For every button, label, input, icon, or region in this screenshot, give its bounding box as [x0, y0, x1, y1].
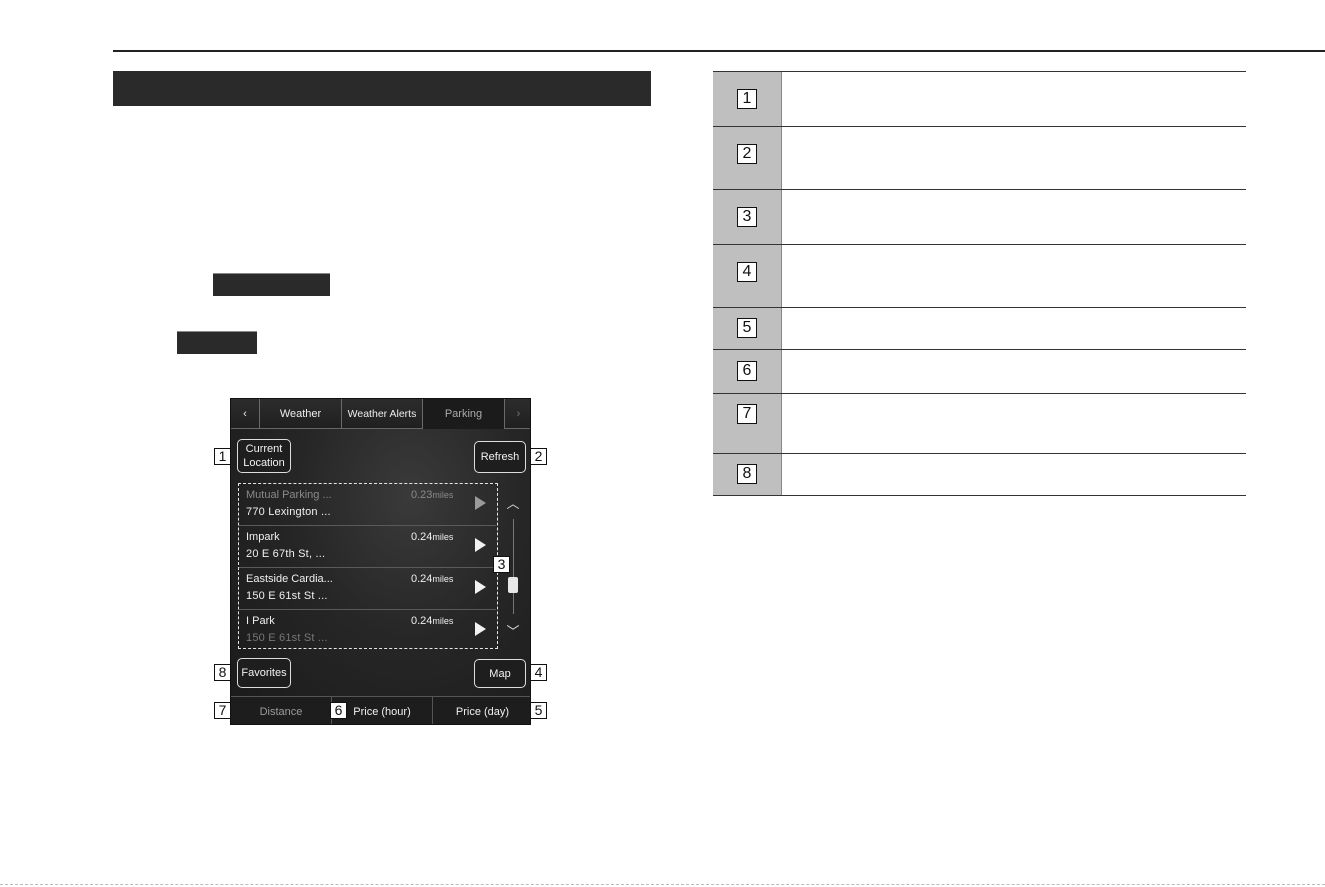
sort-tab-bar: Distance Price (hour) Price (day) — [231, 696, 530, 724]
play-arrow-icon[interactable] — [475, 538, 486, 552]
chevron-down-icon[interactable]: ﹀ — [506, 623, 520, 639]
ref-description — [781, 245, 1246, 307]
parking-name: Mutual Parking ... — [246, 489, 332, 501]
tab-weather-alerts[interactable]: Weather Alerts — [342, 399, 423, 429]
parking-address: 20 E 67th St, ... — [246, 548, 326, 560]
callout-5: 5 — [530, 702, 547, 719]
tab-bar: ‹ Weather Weather Alerts Parking › — [231, 399, 530, 429]
ref-description — [781, 350, 1246, 393]
table-row: 4 — [713, 245, 1246, 308]
ref-description — [781, 394, 1246, 453]
parking-list[interactable]: Mutual Parking ... 0.23miles 770 Lexingt… — [238, 483, 498, 649]
tab-weather[interactable]: Weather — [260, 399, 342, 429]
scrollbar-track[interactable] — [513, 519, 514, 614]
parking-name: Eastside Cardia... — [246, 573, 333, 585]
play-arrow-icon[interactable] — [475, 622, 486, 636]
ref-number: 7 — [737, 404, 757, 424]
callout-2: 2 — [530, 448, 547, 465]
ref-description — [781, 190, 1246, 244]
list-item[interactable]: Mutual Parking ... 0.23miles 770 Lexingt… — [239, 484, 496, 526]
top-rule — [113, 50, 1325, 52]
parking-name: Impark — [246, 531, 280, 543]
parking-address: 150 E 61st St ... — [246, 632, 328, 644]
next-arrow-icon[interactable]: › — [516, 408, 521, 420]
parking-distance: 0.23miles — [411, 489, 454, 501]
sort-distance-tab[interactable]: Distance — [231, 697, 332, 724]
redacted-label-1 — [213, 273, 330, 296]
refresh-button[interactable]: Refresh — [474, 441, 526, 473]
parking-screen: ‹ Weather Weather Alerts Parking › Curre… — [230, 398, 531, 725]
page-bottom-rule — [0, 884, 1325, 885]
table-row: 3 — [713, 190, 1246, 245]
ref-number: 6 — [737, 361, 757, 381]
ref-number: 3 — [737, 207, 757, 227]
parking-address: 150 E 61st St ... — [246, 590, 328, 602]
parking-name: I Park — [246, 615, 275, 627]
ref-description — [781, 454, 1246, 495]
sort-price-day-tab[interactable]: Price (day) — [455, 706, 510, 718]
table-row: 6 — [713, 350, 1246, 394]
favorites-button[interactable]: Favorites — [237, 658, 291, 688]
ref-description — [781, 127, 1246, 189]
ref-description — [781, 72, 1246, 126]
play-arrow-icon[interactable] — [475, 496, 486, 510]
current-location-label-1: Current — [245, 443, 283, 455]
list-item[interactable]: Eastside Cardia... 0.24miles 150 E 61st … — [239, 568, 496, 610]
ref-number: 1 — [737, 89, 757, 109]
current-location-button[interactable]: Current Location — [237, 439, 291, 473]
chevron-up-icon[interactable]: ︿ — [506, 495, 520, 511]
callout-4: 4 — [530, 664, 547, 681]
ref-number: 2 — [737, 144, 757, 164]
ref-number: 8 — [737, 464, 757, 484]
callout-7: 7 — [214, 702, 231, 719]
play-arrow-icon[interactable] — [475, 580, 486, 594]
scrollbar-thumb[interactable] — [508, 577, 518, 593]
parking-distance: 0.24miles — [411, 531, 454, 543]
section-title-bar — [113, 71, 651, 106]
sort-price-hour-tab[interactable]: Price (hour) — [332, 697, 433, 724]
ref-number: 4 — [737, 262, 757, 282]
callout-1: 1 — [214, 448, 231, 465]
current-location-label-2: Location — [243, 457, 285, 469]
list-item[interactable]: Impark 0.24miles 20 E 67th St, ... — [239, 526, 496, 568]
list-item[interactable]: I Park 0.24miles 150 E 61st St ... — [239, 610, 496, 652]
redacted-label-2 — [177, 331, 257, 354]
table-row: 1 — [713, 72, 1246, 127]
callout-8: 8 — [214, 664, 231, 681]
table-row: 2 — [713, 127, 1246, 190]
ref-description — [781, 308, 1246, 349]
back-arrow-icon[interactable]: ‹ — [231, 399, 260, 429]
callout-3: 3 — [493, 556, 510, 573]
reference-table: 1 2 3 4 5 6 7 8 — [713, 71, 1246, 496]
parking-distance: 0.24miles — [411, 615, 454, 627]
callout-6: 6 — [330, 702, 347, 719]
parking-distance: 0.24miles — [411, 573, 454, 585]
tab-parking[interactable]: Parking — [423, 399, 505, 429]
parking-address: 770 Lexington ... — [246, 506, 331, 518]
table-row: 5 — [713, 308, 1246, 350]
table-row: 7 — [713, 394, 1246, 454]
ref-number: 5 — [737, 318, 757, 338]
map-button[interactable]: Map — [474, 659, 526, 688]
table-row: 8 — [713, 454, 1246, 496]
